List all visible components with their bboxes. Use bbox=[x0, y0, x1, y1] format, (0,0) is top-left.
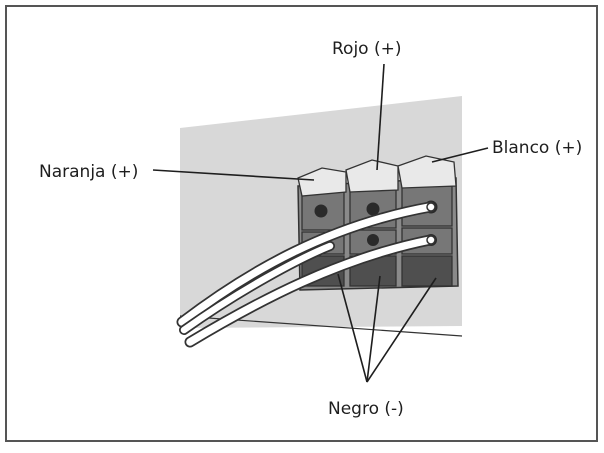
terminal-clip-blanco bbox=[397, 155, 457, 189]
leader-lines bbox=[152, 63, 489, 383]
wire-tip bbox=[426, 202, 436, 212]
label-blanco: Blanco (+) bbox=[492, 138, 582, 158]
leader-blanco bbox=[431, 147, 489, 163]
label-rojo: Rojo (+) bbox=[332, 39, 402, 59]
leader-negro-1 bbox=[337, 273, 368, 383]
terminal-hole-positive bbox=[366, 202, 380, 216]
terminal-clip-naranja bbox=[297, 167, 347, 197]
speaker-wires bbox=[176, 201, 436, 348]
wire-body bbox=[186, 236, 434, 346]
terminal-hole-positive bbox=[314, 204, 328, 218]
leader-rojo bbox=[376, 63, 385, 171]
terminal-hole-negative bbox=[367, 234, 379, 246]
leader-negro-3 bbox=[366, 277, 437, 383]
leader-naranja bbox=[152, 169, 315, 181]
wire-body bbox=[180, 242, 334, 334]
leader-negro-2 bbox=[366, 275, 381, 383]
terminal-blanco bbox=[397, 155, 457, 287]
wire-body bbox=[178, 203, 434, 326]
label-naranja: Naranja (+) bbox=[39, 162, 138, 182]
terminal-clip-rojo bbox=[345, 159, 399, 193]
wire-tip bbox=[426, 235, 436, 245]
terminal-lower-socket bbox=[401, 255, 453, 287]
label-negro: Negro (-) bbox=[328, 399, 404, 419]
